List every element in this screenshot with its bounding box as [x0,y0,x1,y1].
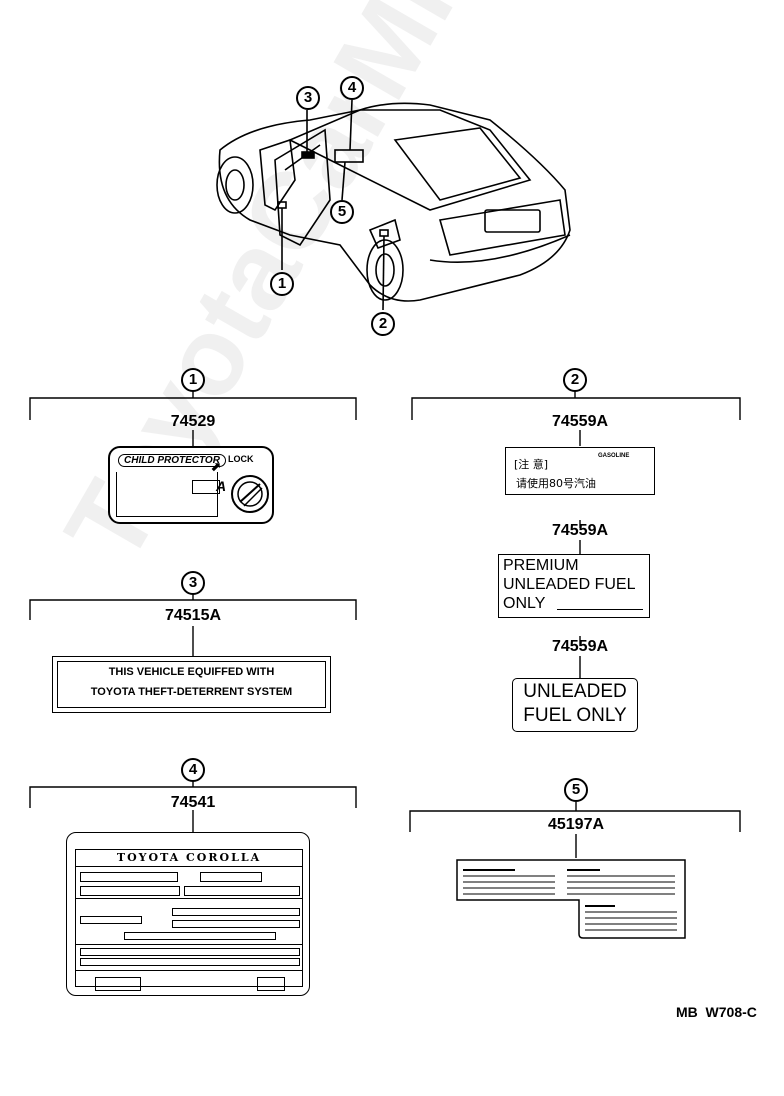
diagram-box [116,472,218,517]
theft-line-2: TOYOTA THEFT-DETERRENT SYSTEM [90,686,293,698]
car-callout-3: 3 [296,86,320,110]
section-3-callout: 3 [181,571,205,595]
gasoline-chinese-label: [注 意] GASOLINE 请使用80号汽油 [505,447,655,495]
chinese-title: [注 意] [514,458,549,471]
corolla-title: TOYOTA COROLLA [76,850,302,867]
unleaded-line-1: UNLEADED [523,681,627,702]
premium-unleaded-label: PREMIUM UNLEADED FUEL ONLY [498,554,650,618]
theft-line-1: THIS VEHICLE EQUIFFED WITH [108,666,275,678]
spec-box-right [257,977,285,991]
gasoline-tag: GASOLINE [598,453,630,459]
tire-info-label [456,859,686,939]
chinese-text: 请使用80号汽油 [516,477,596,490]
diagram-code: MB W708-C [676,1004,757,1020]
section-2-part-number-c: 74559A [551,638,609,655]
spec-grid: TOYOTA COROLLA [75,849,303,987]
premium-line-2: UNLEADED FUEL [503,576,636,593]
section-4-callout: 4 [181,758,205,782]
spec-box-left [95,977,141,991]
label-letter: A [216,478,227,494]
car-callout-2: 2 [371,312,395,336]
section-2-callout: 2 [563,368,587,392]
arrow-icon: ⬈ [210,460,221,475]
car-callout-5: 5 [330,200,354,224]
section-1-callout: 1 [181,368,205,392]
premium-line-3: ONLY [503,595,546,612]
unleaded-line-2: FUEL ONLY [523,705,627,726]
lock-text: LOCK [228,454,254,464]
section-2-part-number-b: 74559A [551,522,609,539]
section-4-part-number: 74541 [170,794,216,811]
lock-dial-icon [231,475,269,513]
child-protector-title: CHILD PROTECTOR [118,454,226,467]
theft-deterrent-label: THIS VEHICLE EQUIFFED WITH TOYOTA THEFT-… [52,656,331,713]
section-5-part-number: 45197A [547,816,605,833]
theft-inner-border [57,661,326,708]
latch-box [192,480,220,494]
child-protector-label: CHILD PROTECTOR LOCK ⬈ A [108,446,274,524]
section-3-part-number: 74515A [164,607,222,624]
section-1-part-number: 74529 [170,413,216,430]
car-callout-1: 1 [270,272,294,296]
section-2-part-number-a: 74559A [551,413,609,430]
car-illustration [216,99,571,311]
car-callout-4: 4 [340,76,364,100]
section-5-callout: 5 [564,778,588,802]
unleaded-fuel-only-label: UNLEADED FUEL ONLY [512,678,638,732]
fill-line [557,609,643,610]
premium-line-1: PREMIUM [503,557,579,574]
corolla-spec-label: TOYOTA COROLLA [66,832,310,996]
